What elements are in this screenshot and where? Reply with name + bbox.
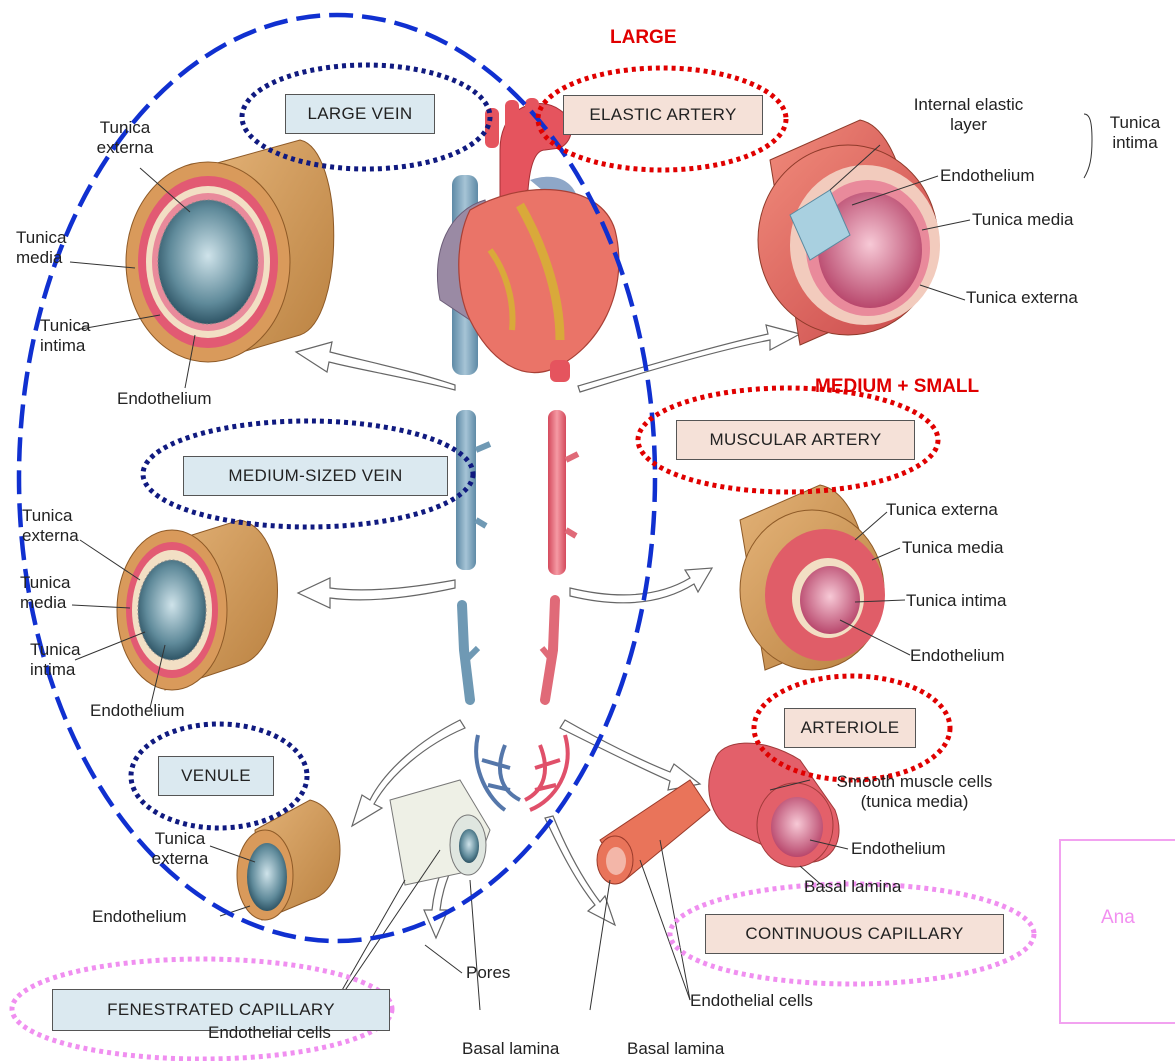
venule-endothelium-label: Endothelium <box>92 907 187 927</box>
internal-elastic-layer-label: Internal elastic layer <box>896 95 1041 135</box>
elastic-artery-endothelium-label: Endothelium <box>940 166 1035 186</box>
venule-tunica-externa-label: Tunica externa <box>140 829 220 869</box>
arteriole-box: ARTERIOLE <box>784 708 916 748</box>
venule-box: VENULE <box>158 756 274 796</box>
smooth-muscle-cells-label: Smooth muscle cells (tunica media) <box>812 772 1017 812</box>
continuous-endothelial-cells-label: Endothelial cells <box>690 991 813 1011</box>
fenestrated-basal-lamina-label: Basal lamina <box>462 1039 559 1059</box>
medium-vein-tunica-media-label: Tunica media <box>20 573 90 613</box>
fenestrated-capillary-illustration <box>390 780 490 885</box>
muscular-artery-illustration <box>740 485 885 670</box>
arteriole-basal-lamina-label: Basal lamina <box>804 877 901 897</box>
arteriole-endothelium-label: Endothelium <box>851 839 946 859</box>
medium-small-heading: MEDIUM + SMALL <box>815 376 979 398</box>
elastic-artery-box: ELASTIC ARTERY <box>563 95 763 135</box>
elastic-artery-tunica-media-label: Tunica media <box>972 210 1073 230</box>
venule-illustration <box>237 800 340 920</box>
flow-arrows <box>296 325 800 938</box>
medium-vein-endothelium-label: Endothelium <box>90 701 185 721</box>
fenestrated-endothelial-cells-label: Endothelial cells <box>208 1023 331 1043</box>
muscular-artery-endothelium-label: Endothelium <box>910 646 1005 666</box>
continuous-capillary-box: CONTINUOUS CAPILLARY <box>705 914 1004 954</box>
pores-label: Pores <box>466 963 510 983</box>
continuous-capillary-illustration <box>597 780 710 884</box>
large-heading: LARGE <box>610 27 677 49</box>
heart-illustration <box>437 98 618 382</box>
large-vein-tunica-media-label: Tunica media <box>16 228 86 268</box>
muscular-artery-tunica-externa-label: Tunica externa <box>886 500 998 520</box>
muscular-artery-box: MUSCULAR ARTERY <box>676 420 915 460</box>
large-vein-endothelium-label: Endothelium <box>117 389 212 409</box>
muscular-artery-tunica-media-label: Tunica media <box>902 538 1003 558</box>
side-note-line1: Ana <box>1101 907 1135 929</box>
elastic-artery-tunica-externa-label: Tunica externa <box>966 288 1078 308</box>
elastic-artery-illustration <box>758 120 940 345</box>
medium-vein-tunica-externa-label: Tunica externa <box>22 506 102 546</box>
large-vein-tunica-intima-label: Tunica intima <box>40 316 110 356</box>
continuous-basal-lamina-label: Basal lamina <box>627 1039 724 1059</box>
medium-sized-vein-box: MEDIUM-SIZED VEIN <box>183 456 448 496</box>
large-vein-box: LARGE VEIN <box>285 94 435 134</box>
medium-vein-illustration <box>117 520 278 690</box>
elastic-artery-tunica-intima-label: Tunica intima <box>1100 113 1170 153</box>
muscular-artery-tunica-intima-label: Tunica intima <box>906 591 1006 611</box>
large-vein-tunica-externa-label: Tunica externa <box>70 118 180 158</box>
central-vessels <box>456 410 578 810</box>
large-vein-illustration <box>126 140 334 362</box>
side-note-box: Ana <box>1059 839 1175 1024</box>
medium-vein-tunica-intima-label: Tunica intima <box>30 640 100 680</box>
